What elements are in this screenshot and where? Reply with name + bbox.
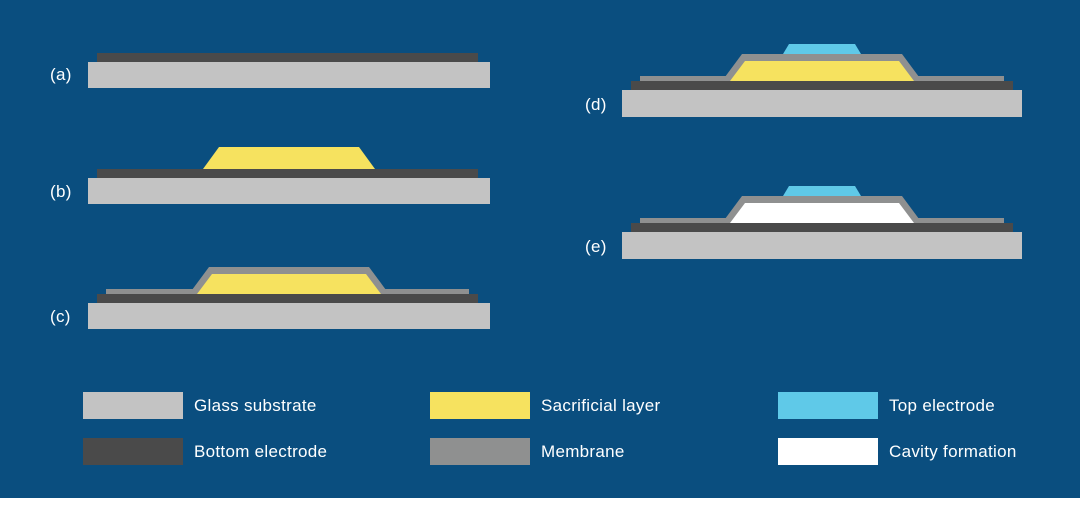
legend-item-sacrificial-layer: Sacrificial layer bbox=[430, 392, 660, 419]
glass-substrate-layer bbox=[88, 62, 490, 88]
panel-label: (c) bbox=[50, 307, 71, 326]
legend-swatch-membrane bbox=[430, 438, 530, 465]
legend-item-top-electrode: Top electrode bbox=[778, 392, 995, 419]
legend-item-membrane: Membrane bbox=[430, 438, 625, 465]
legend-label: Membrane bbox=[541, 441, 625, 461]
legend-label: Glass substrate bbox=[194, 395, 317, 415]
legend-swatch-top-electrode bbox=[778, 392, 878, 419]
bottom-electrode-layer bbox=[97, 294, 478, 303]
legend-label: Bottom electrode bbox=[194, 441, 328, 461]
bottom-electrode-layer bbox=[631, 223, 1013, 232]
top-electrode-layer bbox=[783, 186, 861, 196]
legend-label: Cavity formation bbox=[889, 441, 1017, 461]
bottom-border bbox=[0, 498, 1080, 506]
panel-label: (a) bbox=[50, 65, 72, 84]
legend-label: Top electrode bbox=[889, 395, 995, 415]
panel-label: (d) bbox=[585, 95, 607, 114]
bottom-electrode-layer bbox=[97, 53, 478, 62]
glass-substrate-layer bbox=[622, 90, 1022, 117]
sacrificial-layer bbox=[730, 61, 914, 81]
panel-label: (b) bbox=[50, 182, 72, 201]
bottom-electrode-layer bbox=[631, 81, 1013, 90]
panel-label: (e) bbox=[585, 237, 607, 256]
legend-item-glass-substrate: Glass substrate bbox=[83, 392, 317, 419]
legend-swatch-sacrificial-layer bbox=[430, 392, 530, 419]
sacrificial-layer bbox=[203, 147, 375, 169]
legend-swatch-bottom-electrode bbox=[83, 438, 183, 465]
glass-substrate-layer bbox=[88, 303, 490, 329]
legend-item-bottom-electrode: Bottom electrode bbox=[83, 438, 327, 465]
top-electrode-layer bbox=[783, 44, 861, 54]
legend-item-cavity-formation: Cavity formation bbox=[778, 438, 1017, 465]
legend-label: Sacrificial layer bbox=[541, 395, 661, 415]
glass-substrate-layer bbox=[88, 178, 490, 204]
glass-substrate-layer bbox=[622, 232, 1022, 259]
sacrificial-layer bbox=[197, 274, 381, 294]
bottom-electrode-layer bbox=[97, 169, 478, 178]
legend-swatch-glass-substrate bbox=[83, 392, 183, 419]
cavity-layer bbox=[730, 203, 914, 223]
legend-swatch-cavity-formation bbox=[778, 438, 878, 465]
